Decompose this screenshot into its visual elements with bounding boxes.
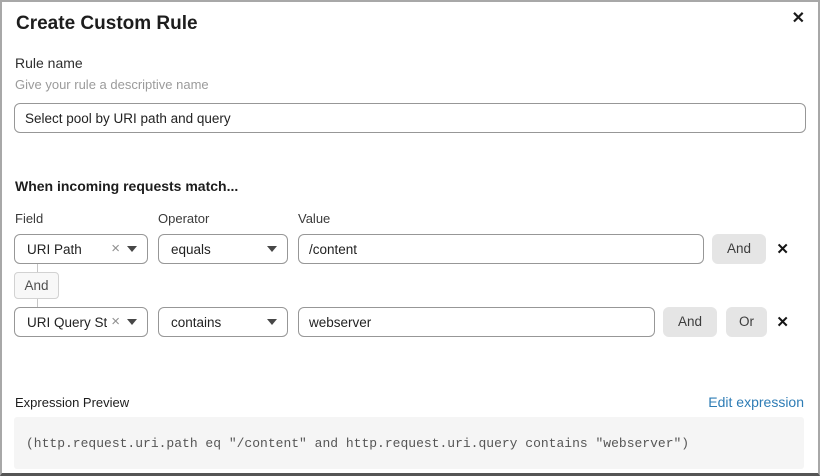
expression-preview-label: Expression Preview <box>15 395 130 410</box>
operator-column-label: Operator <box>158 211 210 226</box>
operator-select-value: contains <box>171 314 222 330</box>
condition-connector: And <box>14 264 818 307</box>
expression-preview-code: (http.request.uri.path eq "/content" and… <box>14 417 804 469</box>
add-and-condition-button[interactable]: And <box>712 234 767 264</box>
value-column-label: Value <box>298 211 331 226</box>
condition-column-headers: Field Operator Value <box>14 211 806 226</box>
value-input[interactable] <box>298 234 704 264</box>
rule-name-label: Rule name <box>15 55 83 71</box>
clear-selection-icon[interactable]: × <box>111 313 120 330</box>
remove-condition-icon[interactable]: ✕ <box>776 314 789 331</box>
edit-expression-link[interactable]: Edit expression <box>708 394 804 410</box>
field-select-value: URI Query St... <box>27 314 108 330</box>
condition-row: URI Path × equals And ✕ <box>14 234 806 264</box>
value-input[interactable] <box>298 307 655 337</box>
connector-and-badge: And <box>14 272 59 299</box>
condition-row: URI Query St... × contains And Or ✕ <box>14 307 806 337</box>
dialog-title: Create Custom Rule <box>16 13 198 34</box>
field-select-value: URI Path <box>27 241 82 257</box>
chevron-down-icon <box>127 319 137 325</box>
chevron-down-icon <box>267 319 277 325</box>
connector-line <box>37 264 38 272</box>
clear-selection-icon[interactable]: × <box>111 240 120 257</box>
add-and-condition-button[interactable]: And <box>663 307 718 337</box>
rule-name-input[interactable] <box>14 103 806 133</box>
connector-line <box>37 299 38 307</box>
operator-select[interactable]: contains <box>158 307 288 337</box>
rule-name-helper-text: Give your rule a descriptive name <box>15 77 209 92</box>
chevron-down-icon <box>127 246 137 252</box>
add-or-condition-button[interactable]: Or <box>726 307 768 337</box>
field-select[interactable]: URI Path × <box>14 234 148 264</box>
operator-select-value: equals <box>171 241 211 257</box>
operator-select[interactable]: equals <box>158 234 288 264</box>
chevron-down-icon <box>267 246 277 252</box>
expression-preview-header: Expression Preview Edit expression <box>15 394 804 410</box>
match-heading: When incoming requests match... <box>15 178 239 194</box>
close-icon[interactable]: ✕ <box>791 10 805 27</box>
remove-condition-icon[interactable]: ✕ <box>776 241 789 258</box>
field-select[interactable]: URI Query St... × <box>14 307 148 337</box>
field-column-label: Field <box>15 211 44 226</box>
